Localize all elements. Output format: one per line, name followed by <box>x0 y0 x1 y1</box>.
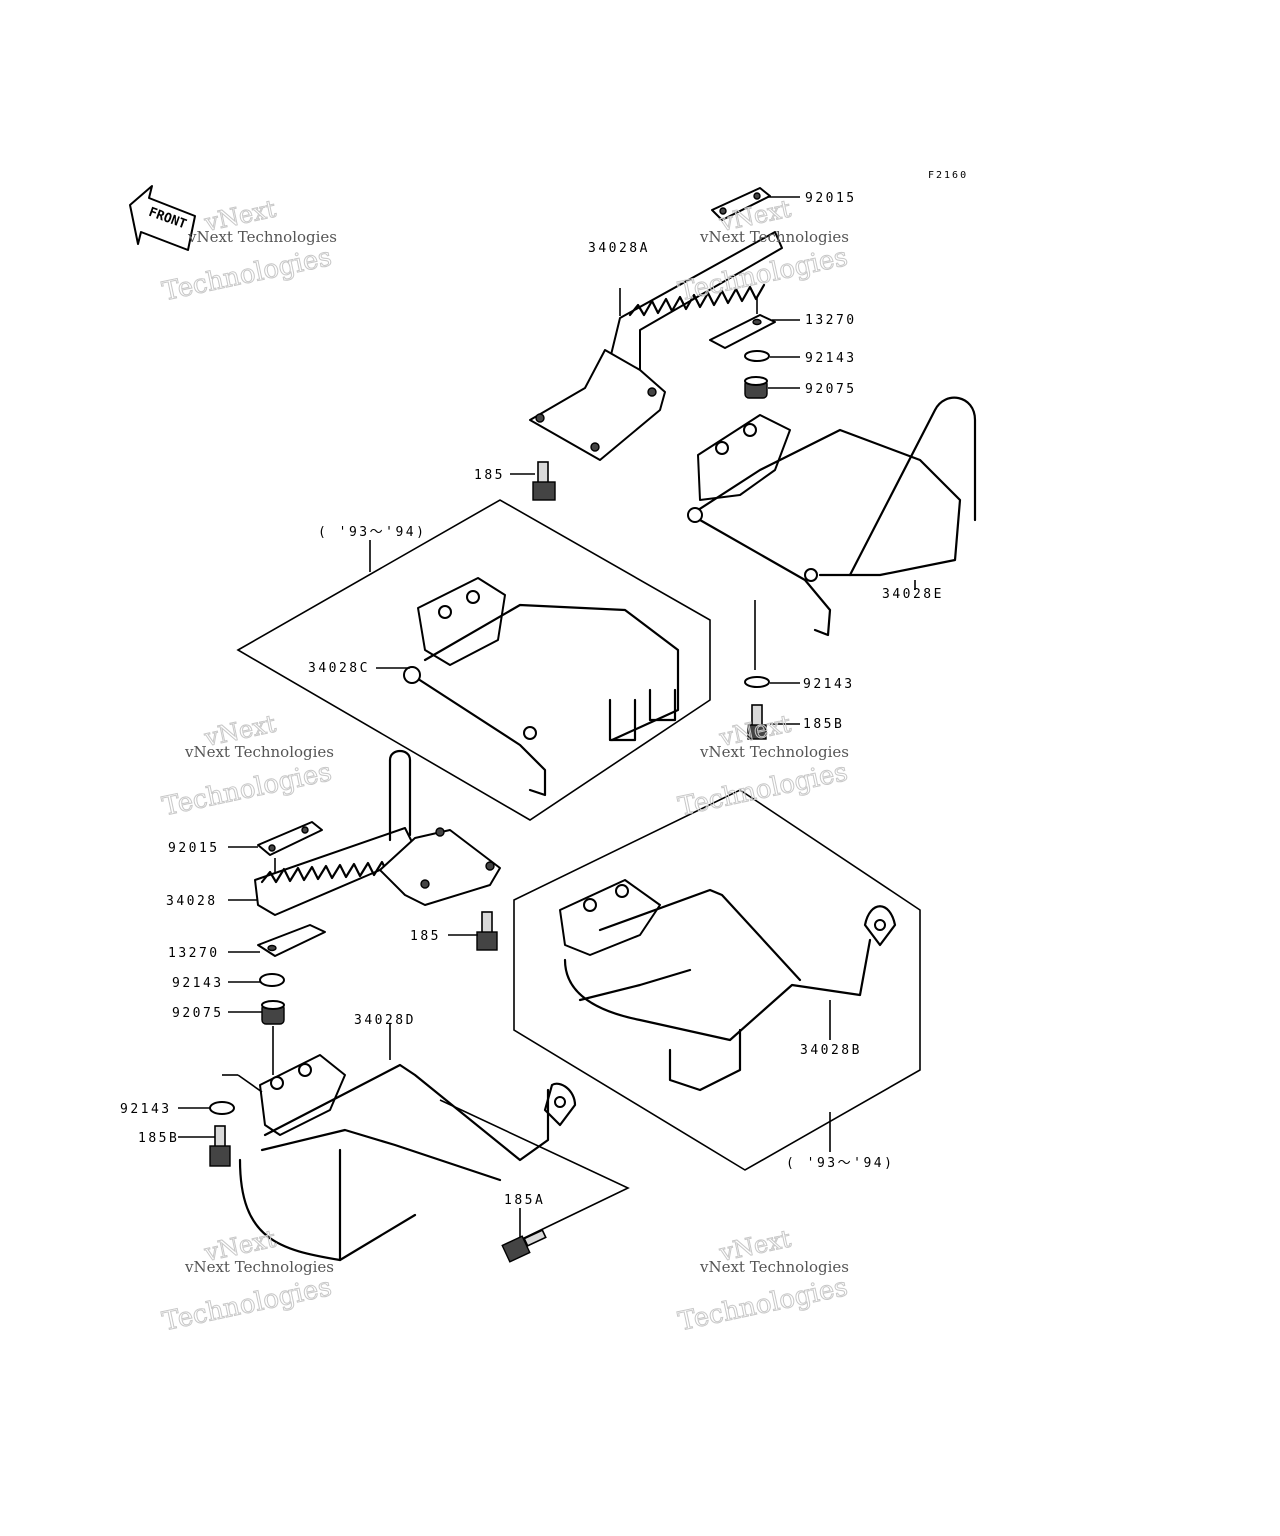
variant-box-34028C <box>236 499 711 821</box>
label-34028: 34028 <box>166 894 218 909</box>
label-92075-top: 92075 <box>805 382 857 397</box>
svg-text:Technologies: Technologies <box>160 757 335 822</box>
label-92143-mid: 92143 <box>803 677 855 692</box>
part-185A <box>439 1099 630 1263</box>
svg-text:Technologies: Technologies <box>160 242 335 307</box>
label-92015-bot: 92015 <box>168 841 220 856</box>
part-92075-bot <box>228 1000 285 1075</box>
label-92143-bot: 92143 <box>172 976 224 991</box>
svg-text:vNext Technologies: vNext Technologies <box>699 743 849 761</box>
label-13270-top: 13270 <box>805 313 857 328</box>
svg-text:vNext Technologies: vNext Technologies <box>184 1258 334 1276</box>
watermark-5: vNext vNext Technologies Technologies <box>159 1224 335 1338</box>
label-34028B: 34028B <box>800 1043 862 1058</box>
watermark-6: vNext vNext Technologies Technologies <box>675 1224 851 1338</box>
part-92015-bot <box>228 821 323 880</box>
svg-text:Technologies: Technologies <box>676 1272 851 1337</box>
part-92015-top <box>711 187 800 221</box>
svg-text:vNext Technologies: vNext Technologies <box>187 228 337 246</box>
svg-text:vNext Technologies: vNext Technologies <box>184 743 334 761</box>
part-92075-top <box>744 376 800 399</box>
svg-text:vNext Technologies: vNext Technologies <box>699 1258 849 1276</box>
label-185B-bot: 185B <box>138 1131 179 1146</box>
part-34028 <box>228 749 501 916</box>
label-185-top: 185 <box>474 468 505 483</box>
watermark-3: vNext vNext Technologies Technologies <box>159 709 335 823</box>
part-34028D <box>222 1024 577 1262</box>
part-92143-bot <box>228 973 285 987</box>
label-34028A: 34028A <box>588 241 650 256</box>
part-13270-top <box>709 298 800 349</box>
part-92143-mid <box>744 676 800 688</box>
figure-code: F2160 <box>928 170 968 181</box>
label-34028D: 34028D <box>354 1013 416 1028</box>
part-92143-top <box>744 350 800 362</box>
label-34028C: 34028C <box>308 661 370 676</box>
svg-text:Technologies: Technologies <box>160 1272 335 1337</box>
label-92075-bot: 92075 <box>172 1006 224 1021</box>
svg-text:Technologies: Technologies <box>676 757 851 822</box>
part-13270-bot <box>228 924 326 957</box>
label-92143-bot2: 92143 <box>120 1102 172 1117</box>
label-185A: 185A <box>504 1193 545 1208</box>
part-185-bot <box>448 911 498 951</box>
variant-box-34028B <box>513 789 921 1171</box>
part-185B-bot <box>178 1125 231 1167</box>
label-92143-top: 92143 <box>805 351 857 366</box>
part-34028A <box>529 231 783 461</box>
front-arrow-icon: FRONT <box>129 185 196 251</box>
watermark-1: vNext vNext Technologies Technologies <box>159 194 337 308</box>
label-34028E: 34028E <box>882 587 944 602</box>
label-185B-top: 185B <box>803 717 844 732</box>
year-note-left: ( '93～'94) <box>318 525 426 540</box>
label-92015-top: 92015 <box>805 191 857 206</box>
year-note-right: ( '93～'94) <box>786 1156 894 1171</box>
svg-text:vNext Technologies: vNext Technologies <box>699 228 849 246</box>
label-13270-bot: 13270 <box>168 946 220 961</box>
label-185-bot: 185 <box>410 929 441 944</box>
part-185B-top <box>747 704 800 740</box>
part-185-top <box>510 461 556 501</box>
part-34028E <box>687 396 977 670</box>
part-92143-bot2 <box>178 1101 235 1115</box>
